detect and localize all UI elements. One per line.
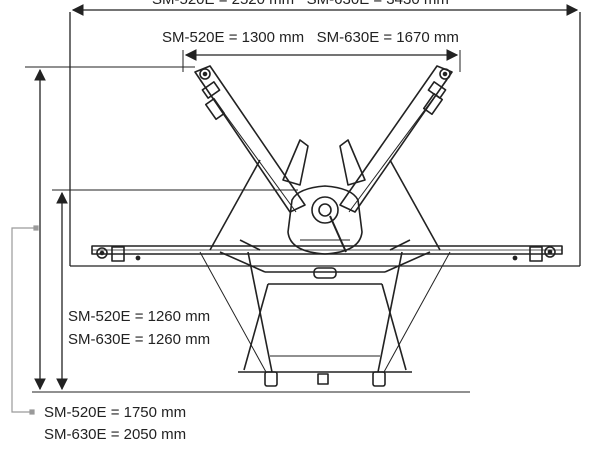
table-height-sm520e: SM-520E = 1260 mm [68, 308, 211, 325]
table-outline [69, 12, 581, 267]
table-height-sm630e: SM-630E = 1260 mm [68, 331, 211, 348]
folded-height-sm520e: SM-520E = 1750 mm [44, 404, 187, 421]
belt-width-sm630e: SM-630E = 1670 mm [316, 29, 459, 46]
overall-width-label: SM-520E = 2520 mm SM-630E = 3430 mm [150, 0, 451, 9]
folded-height-leader [11, 225, 39, 415]
folded-height-label: SM-520E = 1750 mm SM-630E = 2050 mm [44, 404, 186, 444]
overall-width-sm630e: SM-630E = 3430 mm [307, 0, 449, 8]
folded-height-sm630e: SM-630E = 2050 mm [44, 426, 187, 443]
overall-width-sm520e: SM-520E = 2520 mm [152, 0, 294, 8]
belt-width-arrow [182, 49, 461, 72]
table-height-label: SM-520E = 1260 mm SM-630E = 1260 mm [66, 308, 213, 349]
belt-width-sm520e: SM-520E = 1300 mm [162, 29, 305, 46]
belt-width-label: SM-520E = 1300 mm SM-630E = 1670 mm [162, 29, 459, 47]
dough-sheeter-machine [91, 65, 563, 387]
